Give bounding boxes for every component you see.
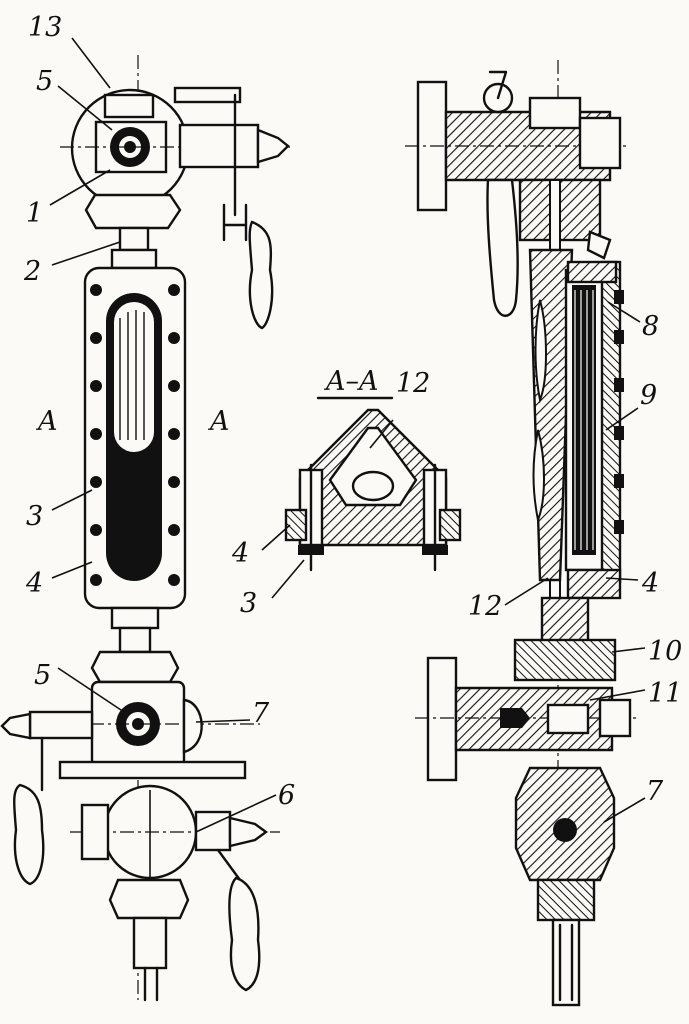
section-title: A–A [323, 366, 379, 397]
label-10: 10 [648, 636, 682, 667]
label-a-left: A [35, 406, 58, 437]
label-5-lower: 5 [34, 660, 51, 691]
label-3-section: 3 [240, 588, 257, 619]
label-4-side: 4 [641, 568, 659, 599]
label-6: 6 [278, 780, 295, 811]
side-section-view [405, 60, 640, 1010]
labels: 13 5 1 2 A A 3 4 5 7 6 A–A 12 4 3 8 9 4 … [23, 12, 682, 811]
label-7-front: 7 [252, 698, 270, 729]
frame-bolts [90, 284, 180, 586]
label-4-front: 4 [25, 568, 43, 599]
section-a-a [284, 396, 462, 572]
front-view [0, 55, 290, 1002]
label-9: 9 [640, 380, 657, 411]
label-7-side: 7 [646, 776, 664, 807]
label-1: 1 [26, 198, 43, 229]
side-bolts [614, 290, 624, 534]
label-13: 13 [28, 12, 62, 43]
leader-lines [49, 37, 646, 833]
label-8: 8 [642, 311, 659, 342]
lower-flange [426, 656, 458, 782]
label-12-section: 12 [396, 368, 430, 399]
label-4-section: 4 [231, 538, 249, 569]
label-2: 2 [23, 256, 41, 287]
label-11: 11 [648, 678, 682, 709]
gland-nut [513, 638, 617, 682]
label-a-right: A [207, 406, 230, 437]
label-5-top: 5 [36, 66, 53, 97]
label-12-side: 12 [468, 591, 502, 622]
label-3-front: 3 [26, 501, 43, 532]
